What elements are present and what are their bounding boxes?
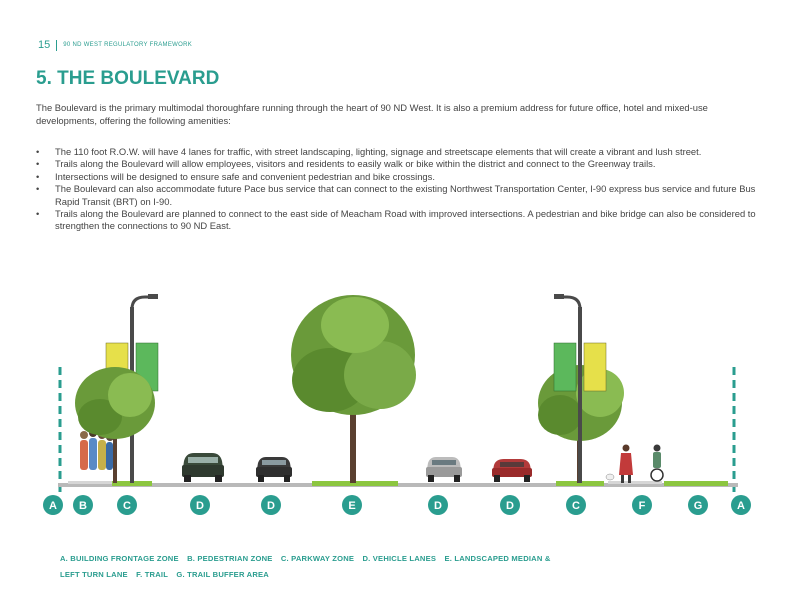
zone-marker-d-4: D: [500, 495, 520, 515]
svg-text:F: F: [639, 500, 646, 512]
car-sedan-red: [492, 459, 532, 482]
list-item: Trails along the Boulevard are planned t…: [36, 208, 758, 233]
legend-item: E. LANDSCAPED MEDIAN &: [444, 554, 551, 563]
legend-item: A. BUILDING FRONTAGE ZONE: [60, 554, 179, 563]
amenities-list: The 110 foot R.O.W. will have 4 lanes fo…: [36, 146, 758, 233]
legend-item: F. TRAIL: [136, 570, 169, 579]
parkway-left: [112, 481, 152, 486]
zone-marker-d-2: D: [261, 495, 281, 515]
svg-text:B: B: [79, 500, 87, 512]
zone-marker-g: G: [688, 495, 708, 515]
list-item: Intersections will be designed to ensure…: [36, 171, 758, 184]
intro-paragraph: The Boulevard is the primary multimodal …: [36, 102, 708, 126]
zone-marker-a-left: A: [43, 495, 63, 515]
street-light-right: [553, 294, 607, 483]
zone-marker-d-3: D: [428, 495, 448, 515]
legend-item: G. TRAIL BUFFER AREA: [176, 570, 269, 579]
zone-legend: A. BUILDING FRONTAGE ZONE B. PEDESTRIAN …: [60, 551, 700, 583]
zone-marker-c-right: C: [566, 495, 586, 515]
pedestrian-with-dog: [605, 444, 633, 483]
parkway-tree-left: [75, 367, 155, 483]
trail: [608, 481, 662, 484]
svg-text:G: G: [694, 500, 703, 512]
svg-text:A: A: [49, 500, 57, 512]
zone-marker-b: B: [73, 495, 93, 515]
car-sedan-dark: [256, 457, 292, 482]
list-item: Trails along the Boulevard will allow em…: [36, 158, 758, 171]
svg-text:C: C: [572, 500, 580, 512]
page-number: 15: [38, 39, 51, 51]
car-sedan-silver: [426, 457, 462, 482]
zone-marker-c-left: C: [117, 495, 137, 515]
sidewalk-left: [68, 481, 112, 484]
legend-item: B. PEDESTRIAN ZONE: [187, 554, 273, 563]
median-tree: [291, 295, 416, 483]
svg-text:C: C: [123, 500, 131, 512]
parkway-right: [556, 481, 604, 486]
trail-buffer: [664, 481, 728, 486]
street-section-diagram: A B C D D E D D C F G A: [43, 294, 751, 515]
legend-item: C. PARKWAY ZONE: [280, 554, 355, 563]
header-divider: [56, 39, 58, 51]
zone-markers: A B C D D E D D C F G A: [43, 495, 751, 515]
document-title: 90 ND WEST REGULATORY FRAMEWORK: [63, 42, 193, 48]
zone-marker-a-right: A: [731, 495, 751, 515]
page-header: 15 90 ND WEST REGULATORY FRAMEWORK: [38, 38, 192, 52]
svg-text:D: D: [196, 500, 204, 512]
legend-item: LEFT TURN LANE: [60, 570, 128, 579]
list-item: The Boulevard can also accommodate futur…: [36, 183, 758, 208]
section-title: 5. THE BOULEVARD: [36, 68, 220, 89]
svg-text:D: D: [434, 500, 442, 512]
legend-item: D. VEHICLE LANES: [362, 554, 437, 563]
svg-text:D: D: [506, 500, 514, 512]
zone-marker-d-1: D: [190, 495, 210, 515]
svg-text:D: D: [267, 500, 275, 512]
zone-marker-f: F: [632, 495, 652, 515]
cyclist: [650, 444, 664, 482]
zone-marker-e: E: [342, 495, 362, 515]
svg-text:E: E: [348, 500, 355, 512]
svg-text:A: A: [737, 500, 745, 512]
median: [312, 481, 398, 486]
car-suv: [182, 453, 224, 482]
list-item: The 110 foot R.O.W. will have 4 lanes fo…: [36, 146, 758, 159]
